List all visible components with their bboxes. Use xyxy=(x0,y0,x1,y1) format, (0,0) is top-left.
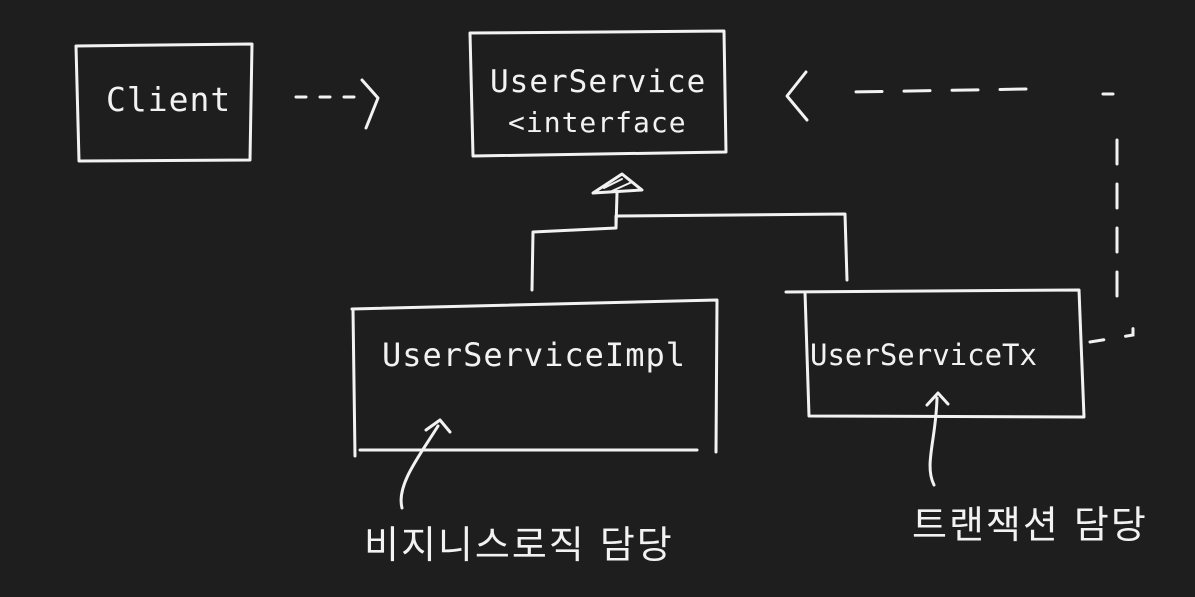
tx-name: UserServiceTx xyxy=(810,338,1037,372)
tx-note-arrow xyxy=(928,396,939,487)
generalization-hatch xyxy=(603,178,633,192)
impl-note: 비지니스로직 담당 xyxy=(364,523,674,567)
client-box xyxy=(74,42,254,163)
impl-note-arrowhead xyxy=(424,418,452,434)
impl-box xyxy=(350,298,719,458)
client-dependency-arrowhead xyxy=(360,78,380,130)
tx-box xyxy=(784,288,1086,419)
tx-note: 트랜잭션 담당 xyxy=(912,503,1148,547)
generalization-triangle xyxy=(591,172,644,195)
impl-note-arrow xyxy=(399,424,440,510)
tx-realization-dash-right xyxy=(1088,316,1135,344)
impl-name: UserServiceImpl xyxy=(382,336,686,374)
inheritance-tree-line xyxy=(530,191,849,292)
client-label: Client xyxy=(106,80,232,119)
interface-box xyxy=(468,29,728,158)
tx-realization-dash-top xyxy=(848,87,1115,96)
tx-note-arrowhead xyxy=(925,391,950,407)
interface-name: UserService xyxy=(490,64,707,100)
interface-stereotype: <interface xyxy=(508,106,687,139)
tx-realization-arrowhead xyxy=(785,70,809,122)
